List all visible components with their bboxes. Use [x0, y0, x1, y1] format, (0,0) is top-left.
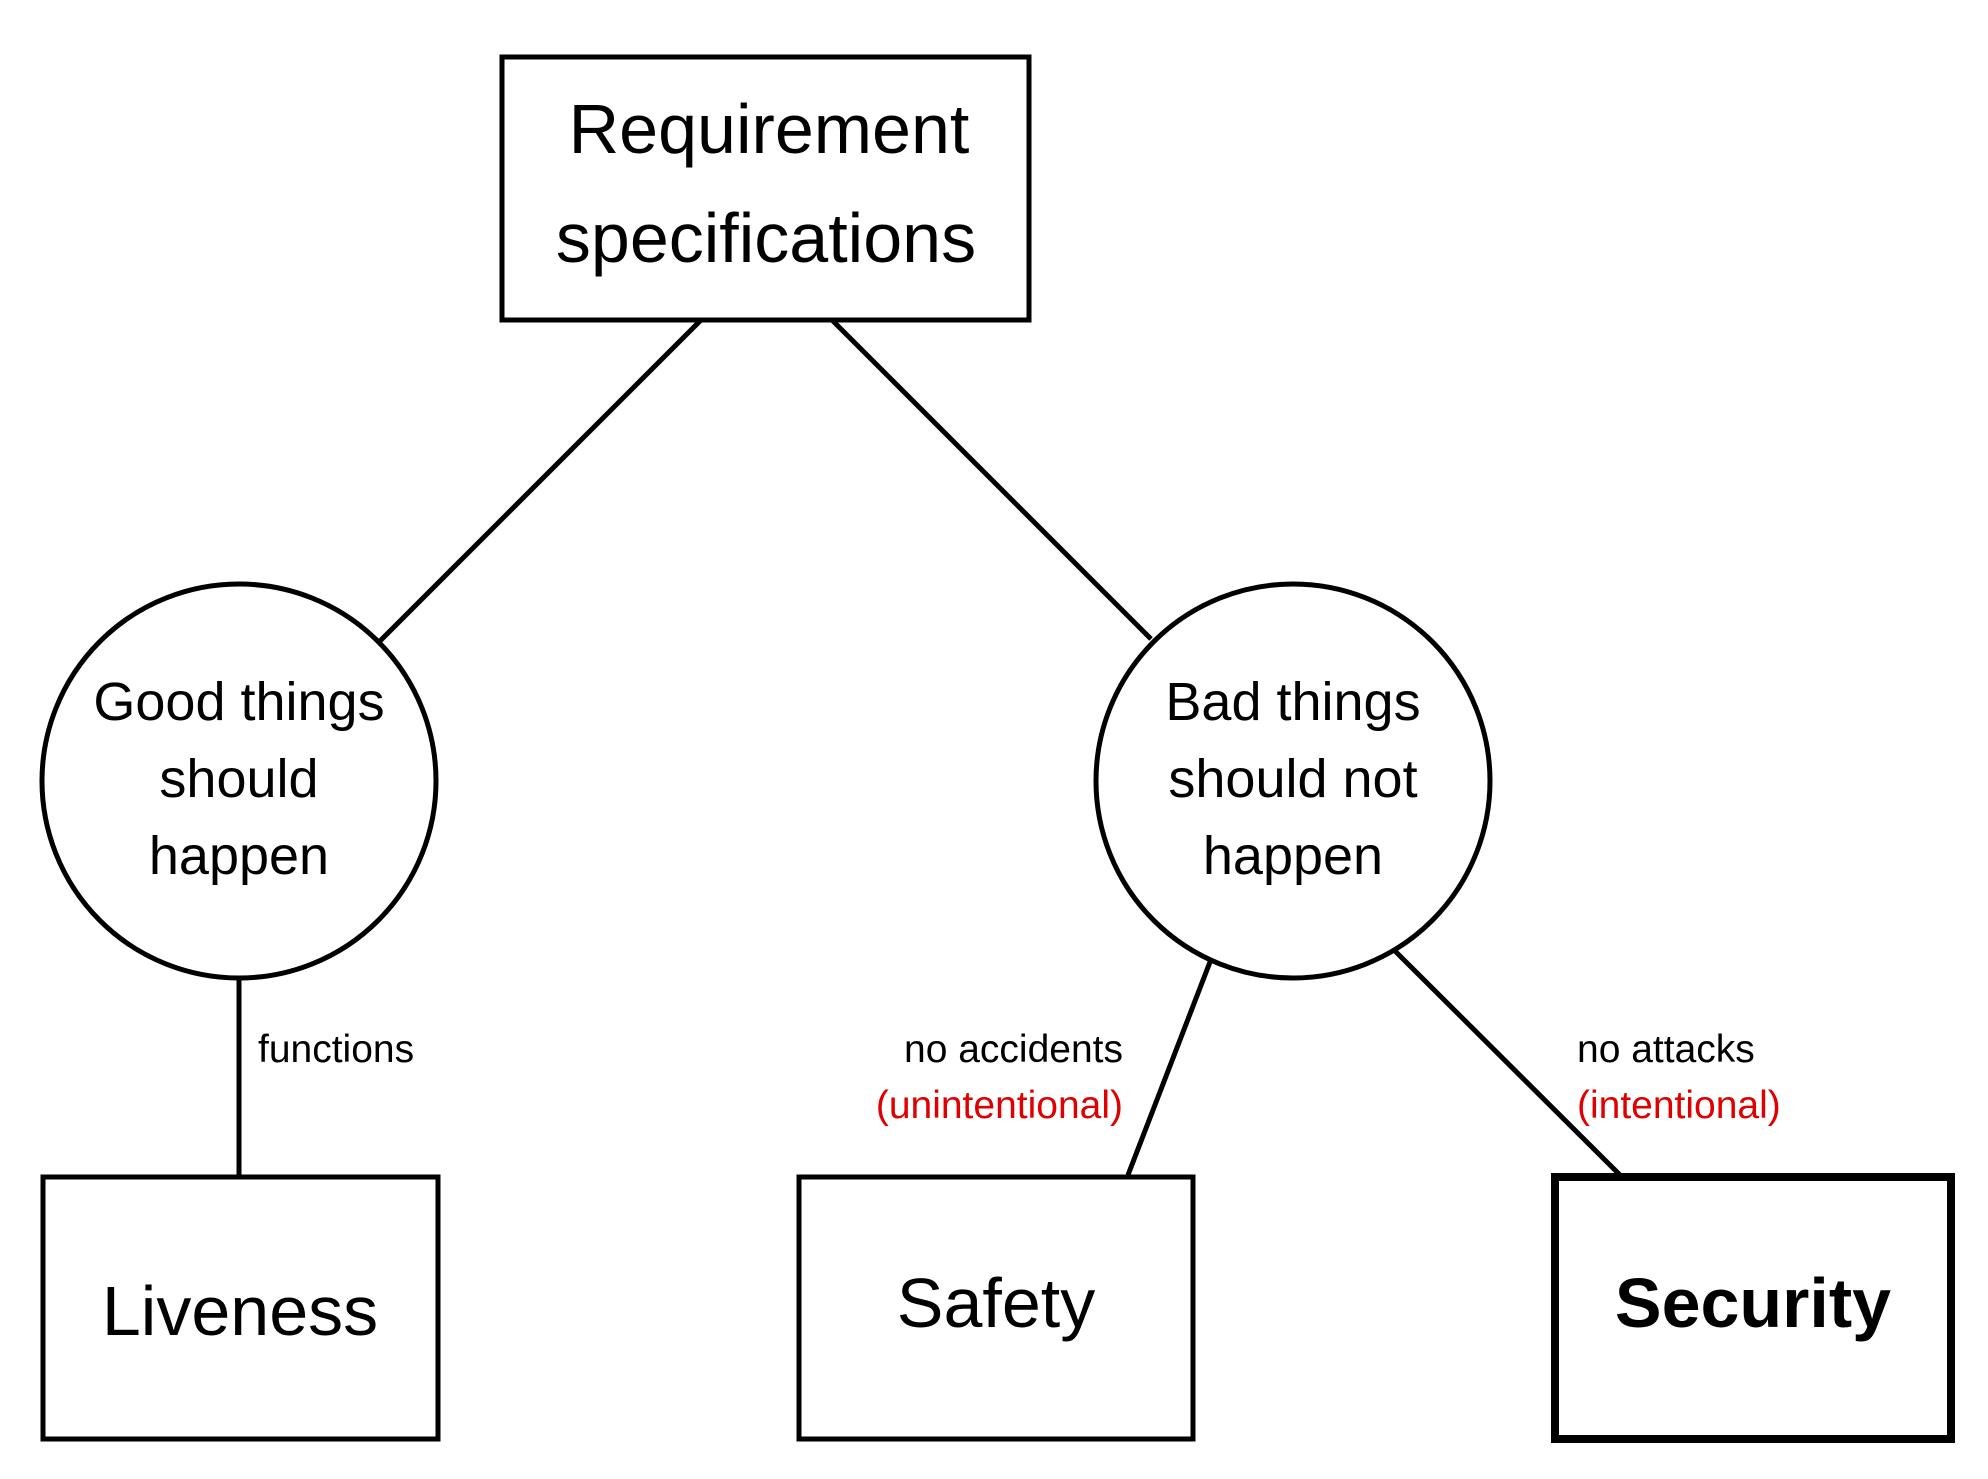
security-box: [1551, 1173, 1955, 1443]
edge-label-intentional: (intentional): [1577, 1084, 1781, 1127]
edge-label-no-attacks: no attacks: [1577, 1028, 1755, 1071]
bad-things-line-3: happen: [1203, 826, 1383, 886]
bad-things-node: Bad things should not happen: [1093, 581, 1493, 981]
security-label: Security: [1615, 1264, 1891, 1342]
security-node: Security: [1551, 1173, 1955, 1443]
edge-bad-safety: [1125, 961, 1213, 1176]
root-label-line-1: Requirement: [569, 90, 970, 168]
liveness-node: Liveness: [40, 1174, 441, 1442]
safety-label: Safety: [897, 1264, 1095, 1342]
root-label-line-2: specifications: [556, 199, 976, 277]
bad-things-line-2: should not: [1168, 749, 1417, 809]
root-node: Requirement specifications: [499, 54, 1032, 323]
good-things-line-1: Good things: [93, 672, 384, 732]
root-box: [499, 54, 1032, 323]
bad-things-line-1: Bad things: [1165, 672, 1420, 732]
good-things-line-2: should: [159, 749, 318, 809]
edge-label-no-accidents: no accidents: [904, 1028, 1123, 1071]
good-things-node: Good things should happen: [39, 581, 439, 981]
bad-things-circle: [1093, 581, 1493, 981]
edge-root-good: [378, 318, 703, 643]
liveness-box: [40, 1174, 441, 1442]
good-things-line-3: happen: [149, 826, 329, 886]
good-things-circle: [39, 581, 439, 981]
safety-box: [796, 1174, 1196, 1442]
edge-bad-security: [1393, 949, 1622, 1177]
edge-root-bad: [830, 318, 1153, 641]
edge-label-unintentional: (unintentional): [876, 1084, 1123, 1127]
safety-node: Safety: [796, 1174, 1196, 1442]
edge-label-functions: functions: [258, 1028, 414, 1071]
liveness-label: Liveness: [102, 1272, 378, 1350]
connectors: [236, 318, 1622, 1177]
